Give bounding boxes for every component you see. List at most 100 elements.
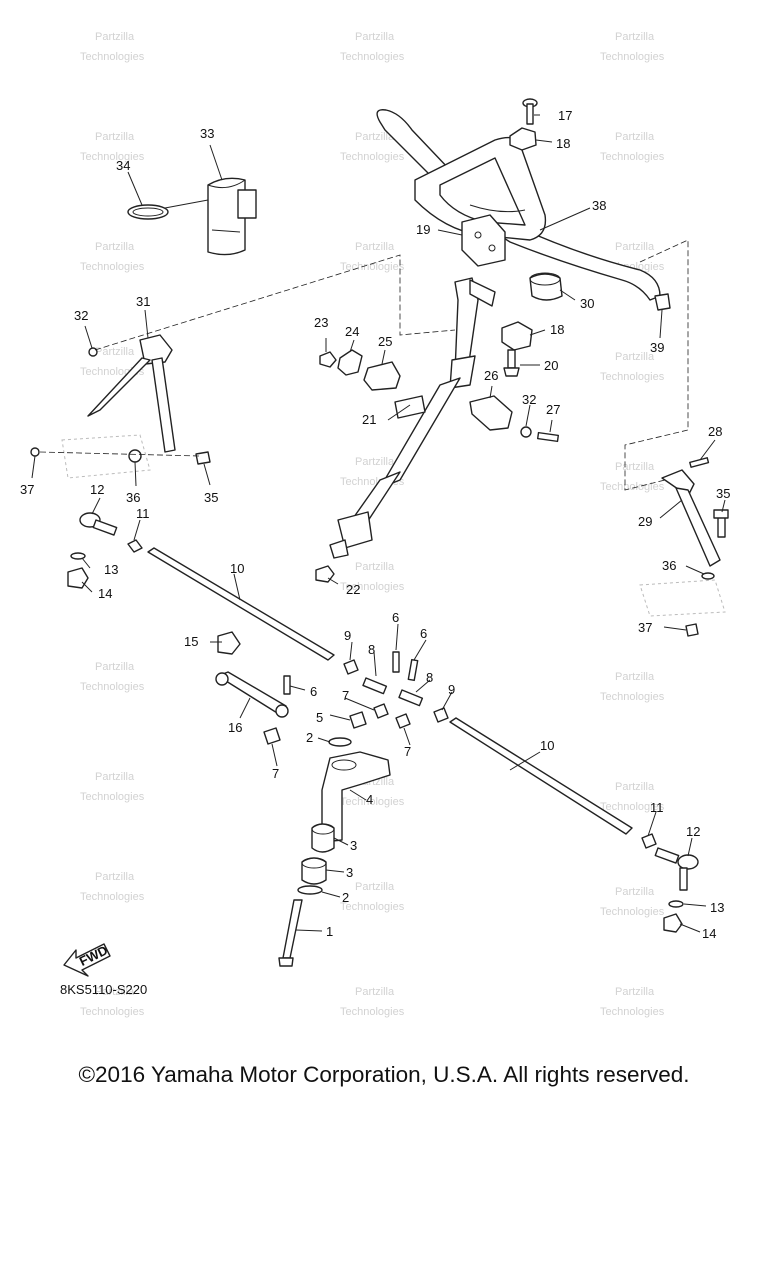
watermark: Partzilla: [615, 461, 655, 473]
callout-9-left: 9: [344, 628, 351, 643]
watermark: Technologies: [80, 681, 145, 693]
diagram-code: 8KS5110-S220: [60, 982, 147, 997]
part-7-nut-a: [373, 703, 389, 719]
callout-2-top: 2: [306, 730, 313, 745]
watermark: Technologies: [600, 1006, 665, 1018]
part-15-nut: [217, 631, 241, 655]
callout-5: 5: [316, 710, 323, 725]
watermark: Technologies: [600, 371, 665, 383]
callout-7-a: 7: [342, 688, 349, 703]
watermark: Partzilla: [355, 131, 395, 143]
fwd-arrow-icon: FWD: [63, 942, 111, 977]
watermark: Technologies: [600, 691, 665, 703]
watermark: Partzilla: [95, 771, 135, 783]
watermark: Partzilla: [615, 781, 655, 793]
part-22-nut: [315, 565, 335, 583]
watermark: Technologies: [600, 801, 665, 813]
callout-6-a: 6: [392, 610, 399, 625]
watermarks: Partzilla Technologies Partzilla Technol…: [80, 31, 665, 1018]
callout-1: 1: [326, 924, 333, 939]
callout-10-left: 10: [230, 561, 244, 576]
part-39-grip-end: [654, 293, 671, 311]
part-13-washer-left: [70, 552, 86, 560]
watermark: Technologies: [80, 791, 145, 803]
callout-35-left: 35: [204, 490, 218, 505]
callouts: 33 34 17 18 38 19 30 39 31 32 23 24 25 1…: [20, 108, 730, 941]
watermark: Technologies: [340, 901, 405, 913]
callout-36-left: 36: [126, 490, 140, 505]
part-mount-bracket-right: [639, 579, 726, 617]
part-27-bolt: [536, 431, 560, 443]
watermark: Partzilla: [95, 661, 135, 673]
callout-11-right: 11: [650, 800, 664, 815]
callout-33: 33: [200, 126, 214, 141]
watermark: Partzilla: [355, 986, 395, 998]
part-33-steering-boot: [207, 177, 257, 256]
watermark: Technologies: [340, 1006, 405, 1018]
watermark: Partzilla: [355, 241, 395, 253]
callout-20: 20: [544, 358, 558, 373]
callout-30: 30: [580, 296, 594, 311]
callout-18: 18: [556, 136, 570, 151]
callout-37-left: 37: [20, 482, 34, 497]
part-21-steering-column: [329, 277, 496, 559]
callout-8-right: 8: [426, 670, 433, 685]
part-4-steering-arm: [321, 751, 391, 843]
watermark: Technologies: [80, 51, 145, 63]
watermark: Technologies: [80, 261, 145, 273]
callout-13-left: 13: [104, 562, 118, 577]
callout-4: 4: [366, 792, 373, 807]
part-28-bolt: [689, 457, 710, 468]
part-36-washer-right: [701, 572, 715, 580]
part-9-nut-left: [343, 659, 359, 675]
callout-35-right: 35: [716, 486, 730, 501]
watermark: Partzilla: [355, 456, 395, 468]
part-1-bolt: [278, 899, 303, 967]
watermark: Technologies: [600, 51, 665, 63]
part-6-bolt-c: [283, 675, 291, 695]
callout-25: 25: [378, 334, 392, 349]
callout-13-right: 13: [710, 900, 724, 915]
watermark: Partzilla: [95, 346, 135, 358]
part-2-washer-bottom: [297, 885, 323, 895]
part-31-pitman-arm: [87, 334, 176, 453]
part-36-washer: [128, 449, 142, 463]
callout-18-lower: 18: [550, 322, 564, 337]
watermark: Partzilla: [615, 671, 655, 683]
callout-9-right: 9: [448, 682, 455, 697]
callout-26: 26: [484, 368, 498, 383]
callout-17: 17: [558, 108, 572, 123]
callout-38: 38: [592, 198, 606, 213]
callout-12-left: 12: [90, 482, 104, 497]
part-30-bushing: [529, 272, 563, 301]
callout-36-right: 36: [662, 558, 676, 573]
callout-21: 21: [362, 412, 376, 427]
callout-16: 16: [228, 720, 242, 735]
watermark: Partzilla: [95, 241, 135, 253]
watermark: Technologies: [80, 891, 145, 903]
part-12-tie-rod-end-left: [79, 512, 118, 536]
part-16-drag-link: [215, 671, 289, 718]
watermark: Partzilla: [615, 886, 655, 898]
callout-10-right: 10: [540, 738, 554, 753]
callout-27: 27: [546, 402, 560, 417]
watermark: Partzilla: [615, 241, 655, 253]
copyright-notice: ©2016 Yamaha Motor Corporation, U.S.A. A…: [78, 1062, 690, 1087]
callout-3-top: 3: [350, 838, 357, 853]
watermark: Partzilla: [615, 351, 655, 363]
watermark: Partzilla: [95, 131, 135, 143]
part-10-tie-rod-left: [147, 547, 335, 661]
part-35-bolt-right: [713, 509, 729, 538]
part-32-nut-left: [88, 347, 98, 357]
part-6-bolt-b: [407, 658, 419, 682]
callout-2-bottom: 2: [342, 890, 349, 905]
callout-32-right: 32: [522, 392, 536, 407]
watermark: Technologies: [80, 1006, 145, 1018]
part-20-bolt: [503, 349, 520, 377]
watermark: Technologies: [340, 581, 405, 593]
watermark: Technologies: [340, 261, 405, 273]
callout-28: 28: [708, 424, 722, 439]
callout-7-c: 7: [272, 766, 279, 781]
part-24-plate: [337, 349, 363, 376]
watermark: Partzilla: [95, 31, 135, 43]
